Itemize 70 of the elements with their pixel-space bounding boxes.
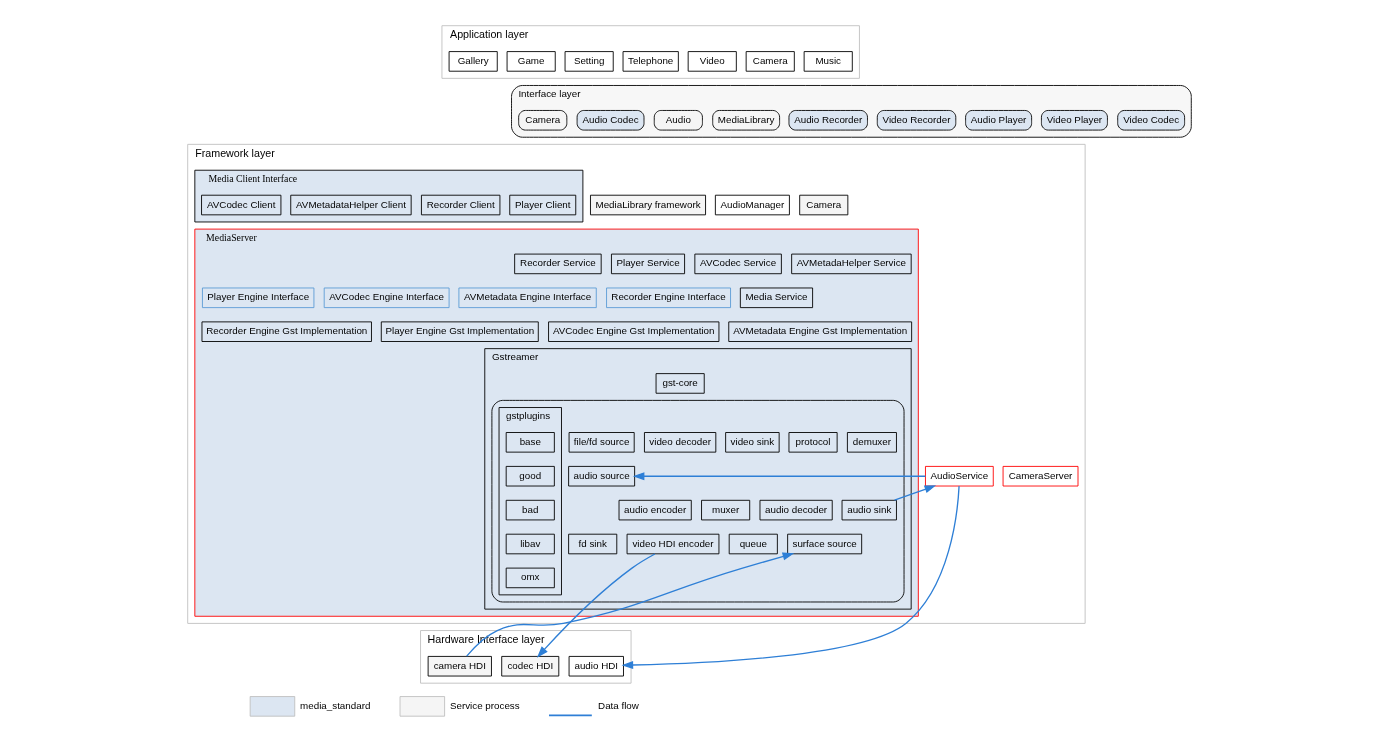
node-box: Player Service	[610, 253, 685, 275]
legend-label: Data flow	[597, 699, 639, 711]
arrow	[893, 485, 936, 501]
node-box: audio decoder	[759, 499, 833, 521]
node-box: AudioManager	[714, 194, 790, 216]
node-box: surface source	[786, 533, 862, 555]
arrow	[536, 553, 656, 658]
node-box: Video	[687, 51, 737, 72]
node-box: Player Engine Gst Implementation	[380, 321, 539, 342]
node-box: Recorder Client	[420, 194, 500, 216]
node-box: AVMetadata Engine Interface	[457, 287, 597, 309]
node-box: Game	[506, 51, 556, 72]
node-box: Recorder Engine Interface	[605, 287, 731, 309]
node-box: Recorder Service	[513, 253, 602, 275]
node-box: Recorder Engine Gst Implementation	[201, 321, 372, 342]
node-box: gst-core	[655, 373, 705, 394]
legend-label: Service process	[449, 699, 520, 711]
node-box: Player Client	[508, 194, 576, 216]
node-box: Camera	[517, 110, 567, 131]
node-box: MediaLibrary framework	[589, 194, 706, 216]
node-box: muxer	[700, 499, 750, 521]
node-box: video decoder	[643, 432, 716, 453]
node-box: Audio	[653, 110, 703, 131]
node-box: AVMetadataHelper Client	[289, 194, 412, 216]
node-box: AVCodec Service	[693, 253, 782, 275]
arrow	[621, 485, 960, 670]
node-box: Camera	[798, 194, 848, 216]
node-box: Video Recorder	[876, 110, 956, 131]
node-box: Setting	[564, 51, 614, 72]
node-box: audio sink	[841, 499, 897, 521]
node-box: fd sink	[567, 533, 617, 555]
node-box: queue	[728, 533, 778, 555]
node-box: Camera	[745, 51, 795, 72]
legend-label: media_standard	[299, 699, 370, 711]
arrow	[632, 472, 926, 481]
node-box: Audio Player	[964, 110, 1032, 131]
node-box: omx	[505, 567, 555, 589]
arrow	[465, 552, 794, 657]
node-box: good	[505, 465, 555, 487]
node-box: AVCodec Engine Gst Implementation	[547, 321, 719, 342]
node-box: camera HDI	[427, 655, 492, 677]
node-box: AudioService	[924, 465, 994, 487]
node-box: Audio Codec	[576, 110, 644, 131]
node-box: Music	[803, 51, 853, 72]
node-box: Telephone	[622, 51, 679, 72]
node-box: video sink	[724, 432, 780, 453]
node-box: CameraServer	[1002, 465, 1078, 487]
node-box: Gallery	[448, 51, 498, 72]
node-box: Video Player	[1040, 110, 1108, 131]
node-box: audio HDI	[568, 655, 624, 677]
node-box: video HDI encoder	[626, 533, 719, 555]
node-box: codec HDI	[500, 655, 559, 677]
node-box: audio source	[567, 465, 635, 487]
node-box: Player Engine Interface	[201, 287, 314, 309]
node-box: Media Service	[739, 287, 813, 309]
node-box: AVMetadata Engine Gst Implementation	[727, 321, 912, 342]
node-box: base	[505, 432, 555, 453]
node-box: audio encoder	[618, 499, 692, 521]
node-box: AVCodec Engine Interface	[323, 287, 450, 309]
node-box: MediaLibrary	[711, 110, 780, 131]
node-box: AVCodec Client	[200, 194, 281, 216]
node-box: Audio Recorder	[788, 110, 868, 131]
node-box: libav	[505, 533, 555, 555]
cluster	[490, 399, 904, 603]
node-box: Video Codec	[1116, 110, 1185, 131]
node-box: file/fd source	[568, 432, 635, 453]
node-box: AVMetadaHelper Service	[790, 253, 912, 275]
node-box: protocol	[788, 432, 838, 453]
node-box: bad	[505, 499, 555, 521]
node-box: demuxer	[846, 432, 897, 453]
